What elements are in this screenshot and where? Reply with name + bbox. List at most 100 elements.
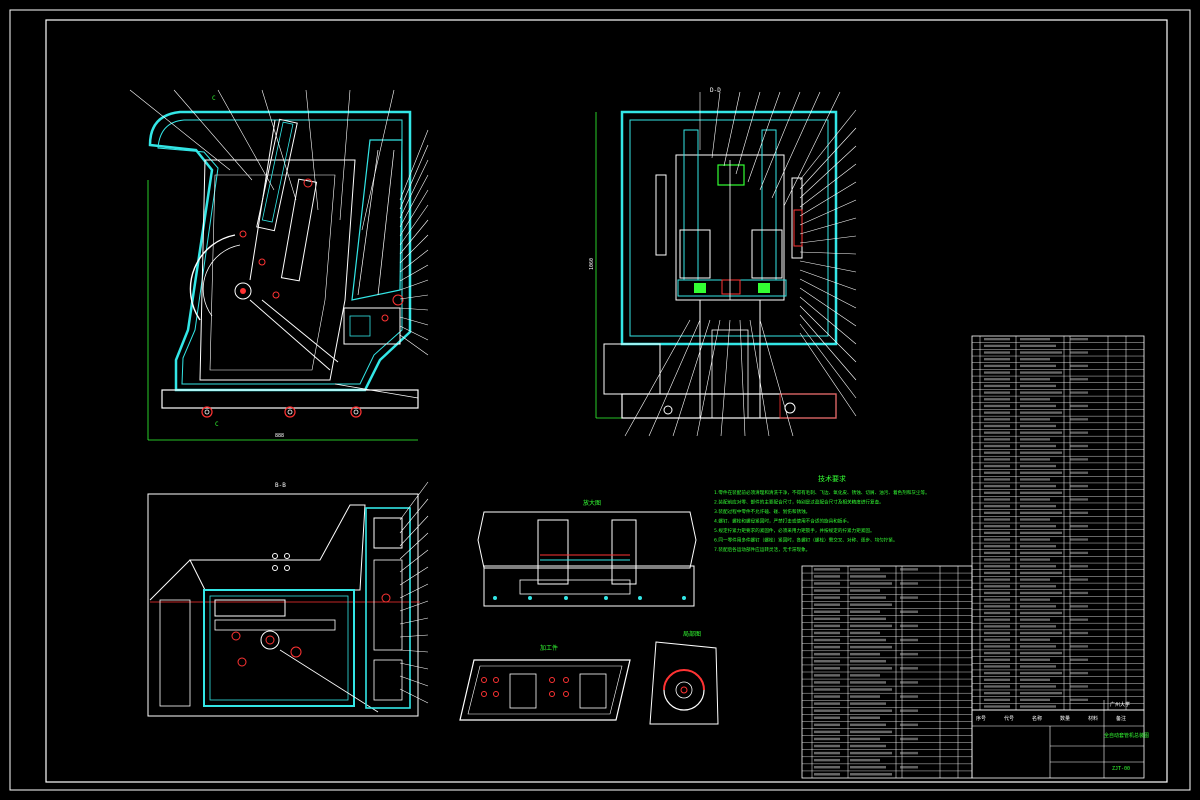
table-cell-text bbox=[850, 765, 886, 769]
view-c-title: B-B bbox=[275, 482, 286, 489]
table-cell-text bbox=[850, 709, 892, 712]
leader-line bbox=[771, 91, 821, 199]
table-cell-text bbox=[984, 484, 1010, 488]
leader-line bbox=[696, 319, 721, 437]
table-cell-text bbox=[814, 688, 840, 691]
table-cell-text bbox=[850, 716, 880, 719]
leader-line bbox=[399, 675, 429, 687]
table-cell-text bbox=[814, 709, 840, 712]
table-cell-text bbox=[1020, 464, 1056, 468]
title-block-header: 名称 bbox=[1032, 715, 1042, 722]
table-cell-text bbox=[984, 391, 1010, 394]
leader-line bbox=[399, 316, 429, 326]
table-cell-text bbox=[1020, 404, 1056, 408]
table-cell-text bbox=[1020, 631, 1062, 635]
table-cell-text bbox=[814, 610, 840, 613]
table-cell-text bbox=[1070, 551, 1088, 555]
table-cell-text bbox=[814, 631, 840, 635]
leader-line bbox=[799, 278, 857, 309]
table-cell-text bbox=[900, 751, 918, 755]
table-cell-text bbox=[1070, 578, 1088, 581]
table-cell-text bbox=[984, 565, 1010, 568]
table-cell-text bbox=[1020, 671, 1062, 675]
title-block: 序号代号名称数量材料备注 广州大学 全自动套管机总装图 ZJT-00 bbox=[971, 700, 1149, 779]
table-cell-text bbox=[850, 688, 892, 691]
table-cell-text bbox=[850, 610, 880, 613]
section-letter-top: C bbox=[212, 95, 216, 102]
leader-line bbox=[735, 91, 761, 175]
table-cell-text bbox=[850, 582, 892, 585]
table-cell-text bbox=[814, 624, 840, 628]
table-cell-text bbox=[814, 744, 840, 748]
leader-line bbox=[799, 199, 857, 226]
table-cell-text bbox=[984, 398, 1010, 401]
table-cell-text bbox=[984, 518, 1010, 521]
table-cell-text bbox=[984, 358, 1010, 361]
table-cell-text bbox=[1020, 498, 1050, 501]
drawing-border-outer bbox=[9, 9, 1191, 791]
table-cell-text bbox=[984, 384, 1010, 388]
table-cell-text bbox=[850, 596, 886, 599]
table-cell-text bbox=[900, 765, 918, 769]
table-cell-text bbox=[984, 591, 1010, 595]
table-cell-text bbox=[814, 603, 840, 606]
table-cell-text bbox=[1020, 378, 1050, 381]
table-cell-text bbox=[1070, 431, 1088, 434]
table-cell-text bbox=[1020, 398, 1050, 401]
table-cell-text bbox=[984, 424, 1010, 428]
table-cell-text bbox=[814, 730, 840, 734]
table-cell-text bbox=[1020, 351, 1062, 354]
leader-line bbox=[399, 307, 429, 311]
table-cell-text bbox=[900, 709, 918, 712]
table-cell-text bbox=[1020, 658, 1050, 661]
leader-line bbox=[720, 319, 731, 437]
table-cell-text bbox=[900, 624, 918, 628]
table-cell-text bbox=[984, 504, 1010, 508]
leader-line bbox=[399, 264, 429, 282]
table-cell-text bbox=[1020, 424, 1056, 428]
table-cell-text bbox=[850, 674, 880, 677]
table-cell-text bbox=[984, 418, 1010, 421]
table-cell-text bbox=[814, 596, 840, 599]
leader-line bbox=[399, 532, 429, 560]
bolt-hole-icon bbox=[201, 406, 213, 418]
detail-2-title: 加工件 bbox=[540, 644, 558, 652]
drawing-name: 全自动套管机总装图 bbox=[1104, 732, 1149, 739]
table-cell-text bbox=[1070, 631, 1088, 635]
table-cell-text bbox=[850, 617, 886, 621]
table-cell-text bbox=[984, 344, 1010, 348]
table-cell-text bbox=[984, 651, 1010, 655]
table-cell-text bbox=[1020, 511, 1062, 514]
table-cell-text bbox=[850, 568, 880, 571]
detail-1-title: 放大图 bbox=[583, 499, 601, 507]
table-cell-text bbox=[814, 582, 840, 585]
table-cell-text bbox=[984, 545, 1010, 548]
table-cell-text bbox=[984, 585, 1010, 588]
table-cell-text bbox=[1070, 458, 1088, 461]
table-cell-text bbox=[900, 695, 918, 698]
table-cell-text bbox=[1020, 651, 1062, 655]
table-cell-text bbox=[1020, 478, 1050, 481]
tech-req-line: 2.装配前应对零、部件的主要配合尺寸，特别是过盈配合尺寸及相关精度进行复查。 bbox=[714, 499, 884, 506]
table-cell-text bbox=[1020, 451, 1062, 454]
title-block-header: 序号 bbox=[976, 715, 986, 722]
table-cell-text bbox=[984, 471, 1010, 474]
table-cell-text bbox=[984, 411, 1010, 414]
leader-line bbox=[399, 498, 429, 534]
table-cell-text bbox=[850, 645, 892, 649]
leader-line bbox=[799, 251, 857, 255]
tech-req-line: 4.螺钉、螺栓和螺母紧固时，严禁打击或使用不合适的旋具和扳手。 bbox=[714, 518, 852, 525]
table-cell-text bbox=[814, 737, 840, 741]
leader-line bbox=[759, 91, 801, 191]
table-cell-text bbox=[984, 551, 1010, 555]
table-cell-text bbox=[1070, 378, 1088, 381]
table-cell-text bbox=[814, 645, 840, 649]
table-cell-text bbox=[814, 589, 840, 592]
table-cell-text bbox=[984, 571, 1010, 575]
leader-line bbox=[399, 617, 429, 625]
table-cell-text bbox=[1020, 645, 1056, 648]
table-cell-text bbox=[1070, 605, 1088, 608]
table-cell-text bbox=[850, 758, 880, 762]
title-block-header: 备注 bbox=[1116, 715, 1126, 722]
table-cell-text bbox=[984, 578, 1010, 581]
